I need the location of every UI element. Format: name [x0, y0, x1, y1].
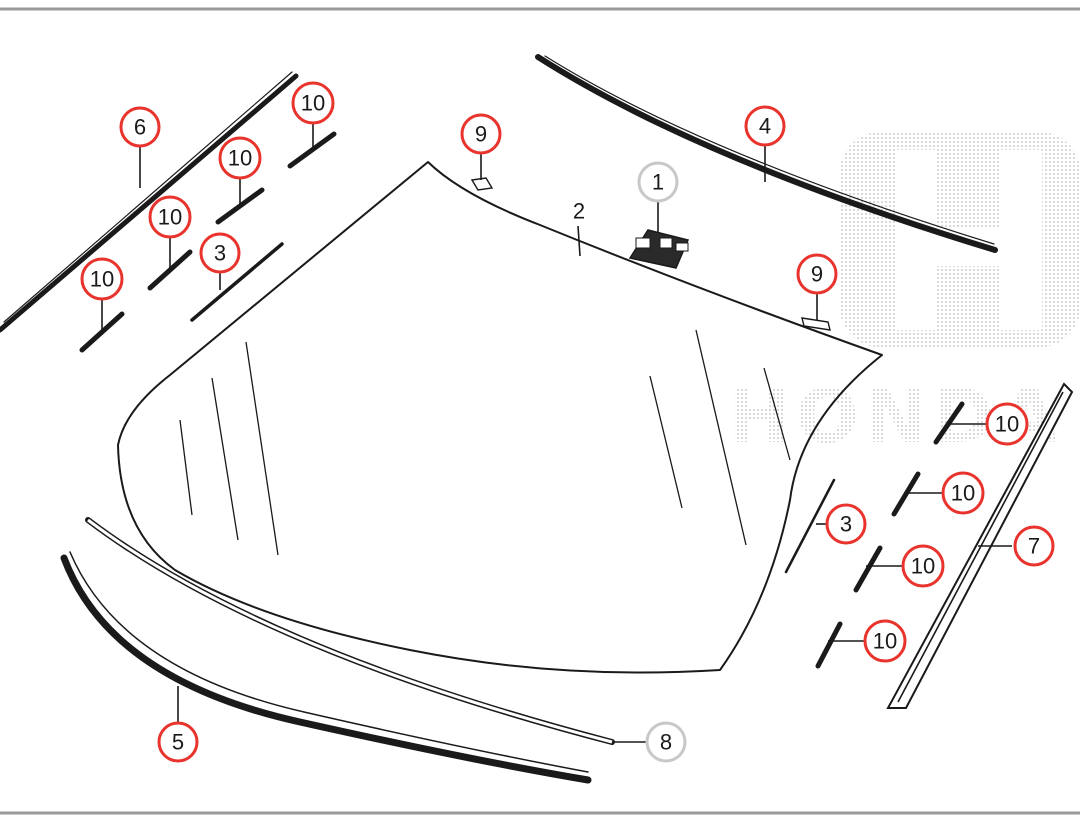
left-pillar-molding — [0, 73, 299, 333]
brand-watermark: HONDA — [728, 132, 1080, 460]
svg-text:10: 10 — [90, 267, 114, 292]
callout-10-right-1: 10 — [985, 402, 1029, 446]
callout-10-right-3: 10 — [901, 544, 945, 588]
svg-text:10: 10 — [911, 554, 935, 579]
svg-text:9: 9 — [811, 262, 823, 287]
callout-3-right: 3 — [825, 503, 867, 545]
callout-3-left: 3 — [199, 232, 241, 274]
svg-text:10: 10 — [951, 481, 975, 506]
lower-seal-strip — [85, 517, 615, 745]
svg-text:5: 5 — [172, 730, 184, 755]
callout-10-upper-left: 10 — [218, 136, 262, 180]
svg-text:4: 4 — [759, 114, 771, 139]
leader-lines — [101, 122, 1012, 743]
svg-text:8: 8 — [660, 730, 672, 755]
callout-10-mid-left: 10 — [148, 195, 192, 239]
sensor-bracket — [628, 229, 690, 269]
callout-10-lower-left: 10 — [80, 257, 124, 301]
lower-seal-strip-inner — [87, 518, 613, 744]
callout-7: 7 — [1013, 525, 1055, 567]
callout-10-right-2: 10 — [941, 471, 985, 515]
svg-text:1: 1 — [652, 170, 664, 195]
callout-1: 1 — [637, 161, 679, 203]
cowl-molding — [60, 554, 592, 784]
svg-text:6: 6 — [134, 115, 146, 140]
svg-text:10: 10 — [873, 629, 897, 654]
callout-8: 8 — [645, 721, 687, 763]
callout-4: 4 — [744, 105, 786, 147]
callout-10-right-4: 10 — [863, 619, 907, 663]
fasteners-right — [815, 401, 965, 669]
callout-2: 2 — [573, 199, 585, 224]
callout-9-left: 9 — [460, 113, 502, 155]
callout-5: 5 — [157, 721, 199, 763]
left-pillar-molding-edge — [3, 71, 293, 323]
spacer-left — [190, 242, 284, 322]
cowl-molding-edge — [69, 551, 589, 773]
callout-10-top: 10 — [291, 81, 335, 125]
callouts: 1 2 3 3 4 5 6 7 8 — [80, 81, 1055, 763]
svg-text:10: 10 — [995, 412, 1019, 437]
spacer-right — [784, 478, 836, 574]
svg-text:2: 2 — [573, 199, 585, 224]
windshield-glass — [117, 161, 883, 674]
callout-9-right: 9 — [796, 253, 838, 295]
glass-reflection-lines — [179, 329, 791, 556]
svg-text:3: 3 — [840, 512, 852, 537]
svg-text:10: 10 — [301, 91, 325, 116]
svg-text:10: 10 — [158, 205, 182, 230]
svg-text:7: 7 — [1028, 534, 1040, 559]
roof-molding-edge — [544, 55, 995, 245]
roof-molding — [535, 54, 998, 253]
svg-text:9: 9 — [475, 122, 487, 147]
svg-text:10: 10 — [228, 146, 252, 171]
clip-tab-right — [801, 317, 831, 331]
svg-text:3: 3 — [214, 241, 226, 266]
callout-6: 6 — [119, 106, 161, 148]
clip-tab-left — [470, 177, 494, 191]
